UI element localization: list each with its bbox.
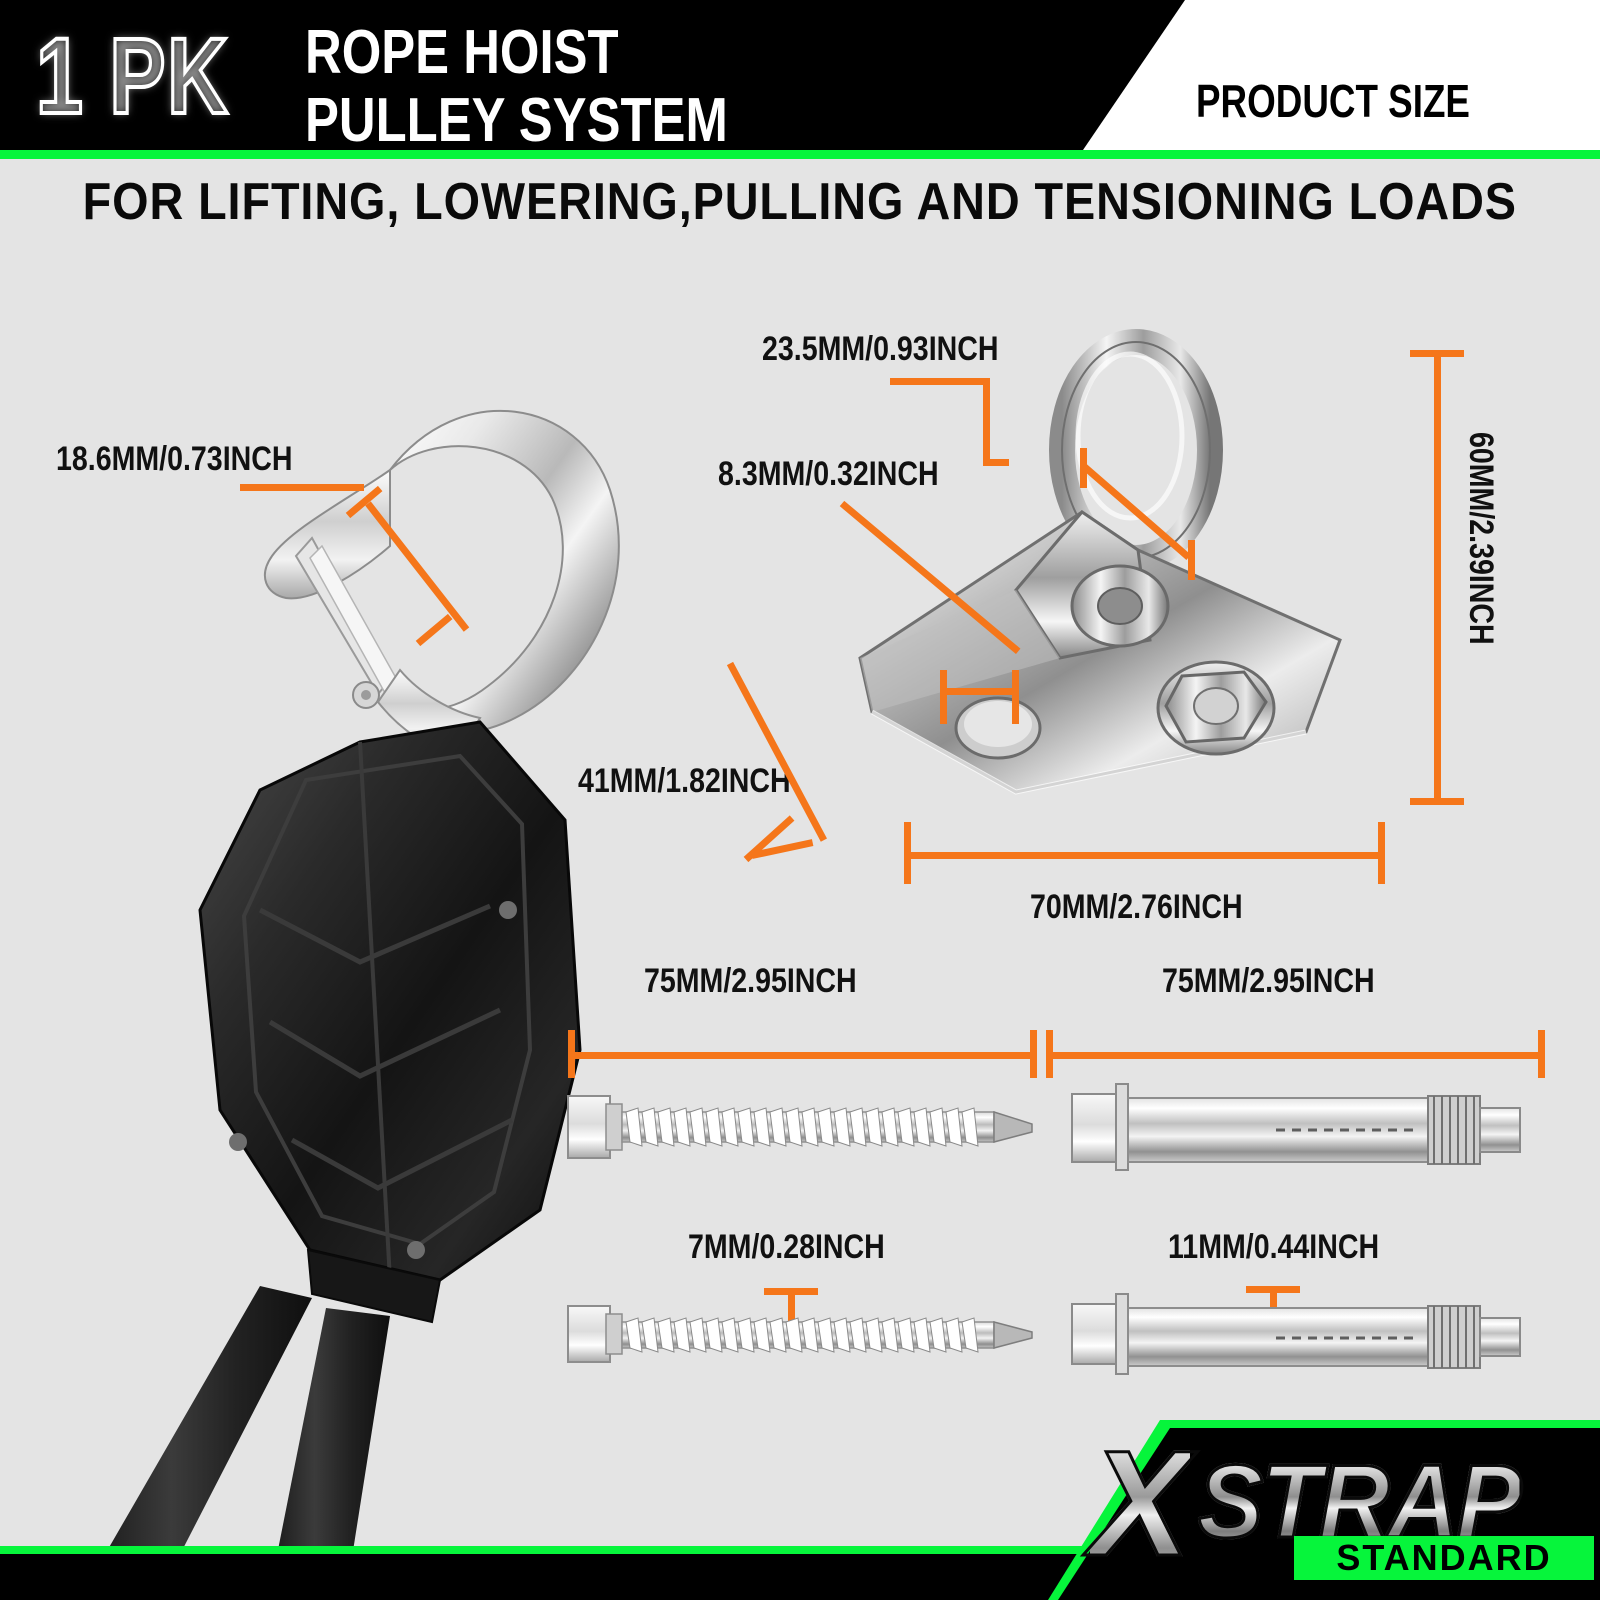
dim-bracket-hole-tick-b	[1012, 670, 1019, 724]
dim-anchor-length-tick-a	[1046, 1030, 1053, 1078]
brand-x-mark: X	[1088, 1419, 1191, 1587]
housing-rivet-base	[407, 1241, 425, 1259]
anchor-cone-end	[1479, 1107, 1521, 1153]
lag-screw-collar-2	[605, 1313, 623, 1355]
anchor-knurl-lines	[1433, 1096, 1475, 1164]
dim-bracket-hole-span	[940, 688, 1018, 695]
dim-lag-length-tick-b	[1030, 1030, 1037, 1078]
mounting-bracket-illustration	[820, 329, 1440, 850]
hook-pulley-illustration	[60, 350, 680, 1570]
anchor-bolt-top-illustration	[1046, 1072, 1556, 1178]
housing-rivet-top	[499, 901, 517, 919]
dim-lag-length-line	[568, 1052, 1036, 1059]
dim-bracket-hole-tick-a	[940, 670, 947, 724]
lag-screw-point	[993, 1110, 1033, 1143]
product-size-label: PRODUCT SIZE	[1196, 75, 1470, 127]
dim-bracket-height-tick-top	[1410, 350, 1464, 357]
lag-screw-point-2	[993, 1321, 1033, 1349]
dim-bracket-eye-tick-a	[1080, 448, 1087, 488]
dim-bracket-width: 70MM/2.76INCH	[1030, 888, 1243, 926]
rope-left	[96, 1286, 312, 1570]
bracket-mount-hole-inner	[964, 701, 1032, 747]
header-green-rule	[0, 150, 1600, 159]
anchor-bolt-bottom-illustration	[1046, 1278, 1556, 1384]
anchor-washer	[1115, 1083, 1129, 1171]
dim-anchor-bolt-length: 75MM/2.95INCH	[1162, 962, 1375, 1000]
dim-bracket-eye-leader-v	[983, 378, 990, 466]
dim-bracket-width-tick-a	[904, 822, 911, 884]
brand-tier-badge: STANDARD	[1294, 1536, 1594, 1580]
product-title-line-2: PULLEY SYSTEM	[305, 86, 728, 155]
housing-rivet-bottom	[229, 1133, 247, 1151]
product-title-line-1: ROPE HOIST	[305, 18, 619, 87]
header-black-panel	[0, 0, 1185, 150]
anchor-knurl-band	[1427, 1095, 1481, 1165]
lag-screw-bottom-illustration	[564, 1284, 1044, 1380]
dim-bracket-eye-leader-foot	[983, 459, 1009, 466]
dim-bracket-side: 41MM/1.82INCH	[578, 762, 791, 800]
dim-bracket-eye-leader-h	[890, 378, 990, 385]
dim-lag-diameter-line	[788, 1288, 795, 1346]
anchor-washer-2	[1115, 1293, 1129, 1375]
dim-lag-screw-length: 75MM/2.95INCH	[644, 962, 857, 1000]
dim-bracket-eye: 23.5MM/0.93INCH	[762, 330, 999, 368]
latch-pivot-center	[361, 690, 371, 700]
bracket-shadow-face	[860, 590, 1060, 712]
brand-logo: X STRAP STANDARD	[1080, 1418, 1600, 1580]
anchor-knurl-lines-2	[1433, 1306, 1475, 1368]
lag-screw-threads	[625, 1107, 979, 1147]
bracket-hex-bolt	[1156, 660, 1276, 756]
dim-lag-screw-diameter: 7MM/0.28INCH	[688, 1228, 885, 1266]
bracket-pivot-hole	[1097, 587, 1143, 625]
dim-bracket-height-tick-bottom	[1410, 798, 1464, 805]
dim-hook-throat: 18.6MM/0.73INCH	[56, 440, 293, 478]
dim-bracket-side-line	[726, 661, 827, 842]
anchor-cone-end-2	[1479, 1317, 1521, 1357]
anchor-hex-head	[1071, 1093, 1123, 1163]
subtitle-band	[0, 159, 1600, 244]
subtitle-inner: FOR LIFTING, LOWERING,PULLING AND TENSIO…	[82, 173, 1518, 231]
dim-bracket-hole: 8.3MM/0.32INCH	[718, 455, 939, 493]
subtitle-text: FOR LIFTING, LOWERING,PULLING AND TENSIO…	[0, 170, 1600, 234]
lag-screw-head	[567, 1095, 611, 1159]
lag-screw-head-2	[567, 1305, 611, 1363]
pulley-bottom-cap	[306, 1248, 442, 1324]
lag-screw-top-illustration	[564, 1078, 1044, 1174]
dim-anchor-bolt-diameter: 11MM/0.44INCH	[1168, 1228, 1380, 1266]
dim-hook-throat-leader	[240, 484, 364, 491]
lag-screw-threads-2	[625, 1317, 979, 1353]
dim-anchor-length-line	[1046, 1052, 1544, 1059]
dim-bracket-width-tick-b	[1378, 822, 1385, 884]
dim-lag-length-tick-a	[568, 1030, 575, 1078]
dim-anchor-length-tick-b	[1538, 1030, 1545, 1078]
rope-right	[274, 1308, 390, 1570]
product-title: ROPE HOIST PULLEY SYSTEM	[305, 14, 1185, 152]
dim-bracket-width-line	[906, 852, 1382, 859]
footer-bottom-green-rule	[0, 1546, 1140, 1554]
dim-bracket-height: 60MM/2.39INCH	[1462, 432, 1500, 645]
dim-bracket-height-line	[1434, 352, 1441, 804]
anchor-knurl-band-2	[1427, 1305, 1481, 1369]
lag-screw-collar	[605, 1103, 623, 1151]
anchor-hex-head-2	[1071, 1303, 1123, 1365]
pack-count-badge: 1 PK	[34, 14, 230, 138]
dim-bracket-eye-tick-b	[1188, 540, 1195, 580]
pulley-housing	[198, 720, 582, 1324]
